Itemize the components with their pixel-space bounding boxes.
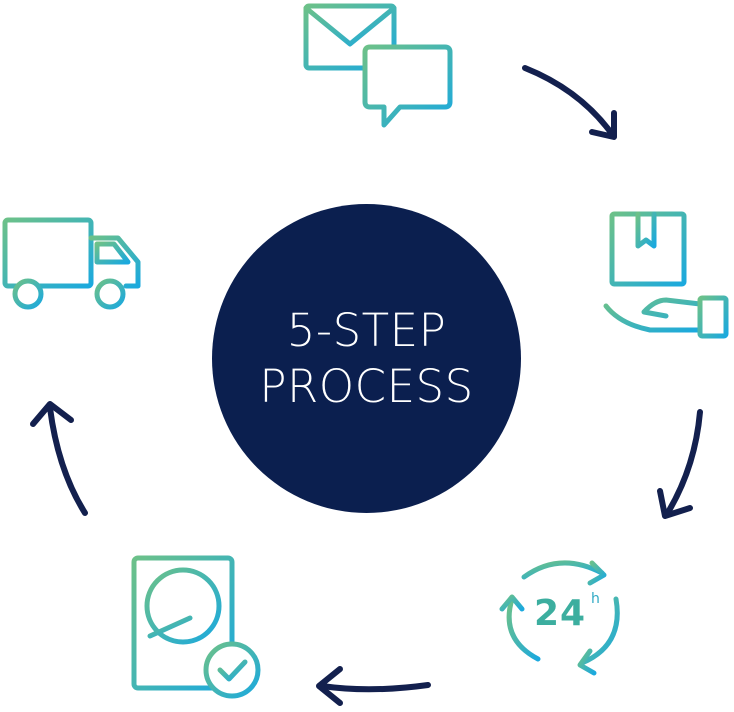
clock-24-unit: h (591, 591, 600, 607)
center-title-line2: PROCESS (259, 359, 474, 413)
arrow-3-to-4 (316, 666, 431, 706)
clock-24-number: 24 (534, 593, 587, 634)
center-circle: 5-STEP PROCESS (212, 204, 521, 513)
package-hand-icon (600, 206, 734, 342)
arrow-4-to-5 (30, 401, 88, 516)
arrow-2-to-3 (657, 409, 703, 519)
center-title-line1: 5-STEP (286, 303, 447, 357)
mail-chat-icon (300, 0, 460, 130)
delivery-truck-icon (0, 214, 148, 318)
hard-drive-check-icon (128, 552, 266, 700)
arrow-1-to-2 (522, 65, 617, 140)
clock-24h-icon: 24 h (498, 555, 630, 676)
